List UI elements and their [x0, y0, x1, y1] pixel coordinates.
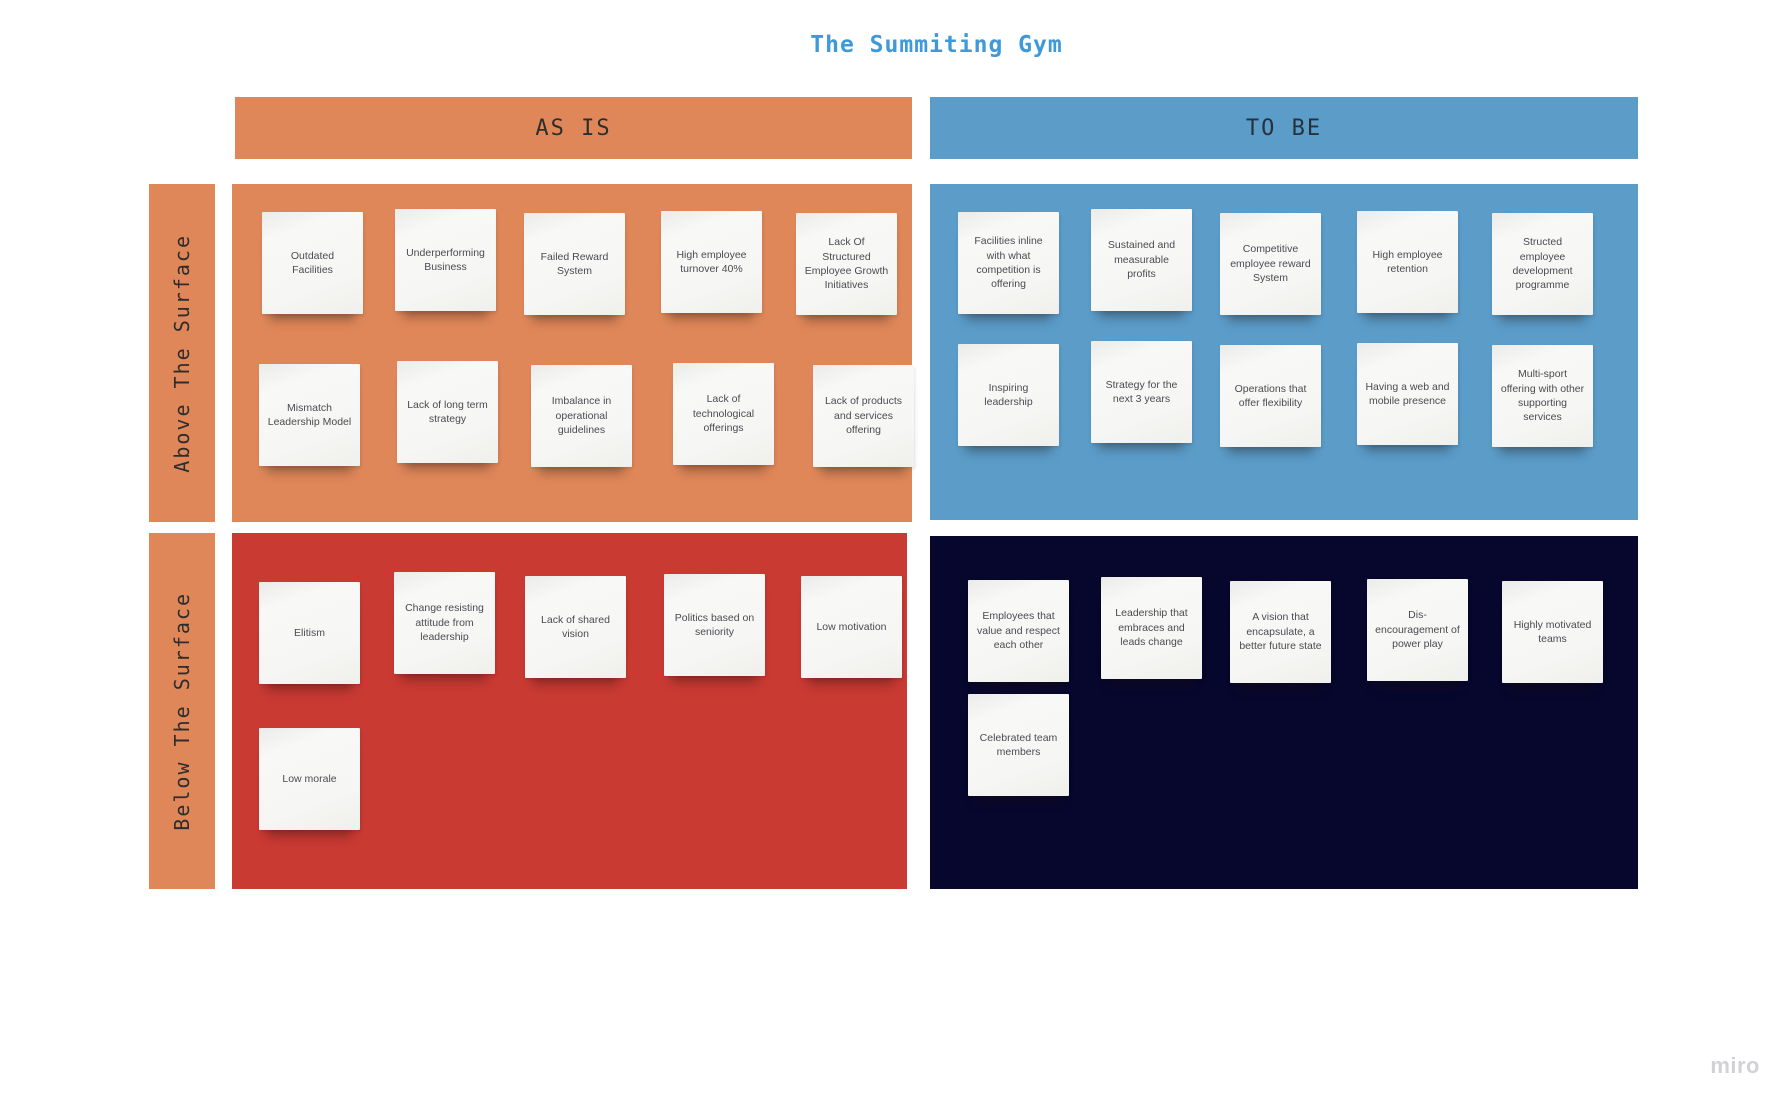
sticky-note-text: Multi-sport offering with other supporti…	[1500, 368, 1585, 424]
sticky-note-row: Inspiring leadership Strategy for the nex…	[930, 341, 1638, 447]
sticky-note-text: Politics based on seniority	[674, 611, 755, 638]
miro-logo: miro	[1710, 1053, 1760, 1078]
sticky-note[interactable]: Low morale	[259, 728, 360, 830]
sticky-note-row: Mismatch Leadership Model Lack of long te…	[232, 361, 914, 467]
sticky-note[interactable]: Lack of technological offerings	[673, 363, 774, 465]
sticky-note-text: Employees that value and respect each ot…	[977, 610, 1060, 652]
sticky-note-text: Change resisting attitude from leadershi…	[405, 602, 484, 644]
row-label-above-the-surface[interactable]: Above The Surface	[149, 184, 215, 522]
sticky-note[interactable]: Strategy for the next 3 years	[1091, 341, 1192, 443]
quadrant-to-be-below-the-surface[interactable]: Employees that value and respect each ot…	[930, 536, 1638, 889]
sticky-note-row: Employees that value and respect each ot…	[930, 577, 1638, 683]
sticky-note-text: Sustained and measurable profits	[1107, 239, 1176, 281]
sticky-note-text: Celebrated team members	[979, 731, 1058, 758]
sticky-note-text: Dis-encouragement of power play	[1375, 609, 1460, 651]
quadrant-to-be-above-the-surface[interactable]: Facilities inline with what competition …	[930, 184, 1638, 520]
sticky-note-text: Underperforming Business	[406, 246, 485, 273]
sticky-note-text: Facilities inline with what competition …	[974, 235, 1043, 291]
sticky-note[interactable]: A vision that encapsulate, a better futu…	[1230, 581, 1331, 683]
sticky-note-row: Celebrated team members	[930, 694, 1638, 796]
sticky-note[interactable]: Competitive employee reward System	[1220, 213, 1321, 315]
row-label-below-the-surface[interactable]: Below The Surface	[149, 533, 215, 889]
sticky-note-text: Competitive employee reward System	[1230, 243, 1311, 285]
sticky-note-row: Low morale	[232, 728, 907, 830]
row-label-above-text: Above The Surface	[170, 233, 194, 473]
sticky-note[interactable]: Low motivation	[801, 576, 902, 678]
sticky-note[interactable]: Facilities inline with what competition …	[958, 212, 1059, 314]
sticky-note[interactable]: Outdated Facilities	[262, 212, 363, 314]
page-title[interactable]: The Summiting Gym	[810, 32, 1063, 58]
sticky-note[interactable]: Multi-sport offering with other supporti…	[1492, 345, 1593, 447]
sticky-note-text: Structed employee development programme	[1512, 236, 1573, 292]
sticky-note[interactable]: Imbalance in operational guidelines	[531, 365, 632, 467]
sticky-note[interactable]: High employee retention	[1357, 211, 1458, 313]
sticky-note-row: Outdated Facilities Underperforming Busin…	[232, 209, 912, 315]
sticky-note-text: Outdated Facilities	[290, 249, 335, 276]
sticky-note[interactable]: Change resisting attitude from leadershi…	[394, 572, 495, 674]
sticky-note[interactable]: Failed Reward System	[524, 213, 625, 315]
sticky-note[interactable]: Elitism	[259, 582, 360, 684]
sticky-note[interactable]: Sustained and measurable profits	[1091, 209, 1192, 311]
sticky-note[interactable]: Operations that offer flexibility	[1220, 345, 1321, 447]
sticky-note-text: Mismatch Leadership Model	[267, 401, 352, 428]
sticky-note-text: A vision that encapsulate, a better futu…	[1239, 611, 1322, 653]
sticky-note-text: Low morale	[282, 772, 337, 785]
sticky-note-text: Elitism	[294, 626, 325, 639]
sticky-note[interactable]: Lack Of Structured Employee Growth Initi…	[796, 213, 897, 315]
sticky-note-text: Highly motivated teams	[1513, 618, 1592, 645]
sticky-note[interactable]: Inspiring leadership	[958, 344, 1059, 446]
sticky-note-row: Facilities inline with what competition …	[930, 209, 1638, 315]
sticky-note-text: Lack of technological offerings	[692, 393, 755, 435]
sticky-note-text: Inspiring leadership	[984, 381, 1033, 408]
sticky-note-text: High employee turnover 40%	[676, 248, 747, 275]
sticky-note-text: High employee retention	[1372, 248, 1443, 275]
sticky-note-text: Lack Of Structured Employee Growth Initi…	[804, 236, 889, 292]
sticky-note[interactable]: Lack of shared vision	[525, 576, 626, 678]
sticky-note[interactable]: Leadership that embraces and leads chang…	[1101, 577, 1202, 679]
quadrant-as-is-above-the-surface[interactable]: Outdated Facilities Underperforming Busin…	[232, 184, 914, 522]
sticky-note[interactable]: Having a web and mobile presence	[1357, 343, 1458, 445]
sticky-note[interactable]: Celebrated team members	[968, 694, 1069, 796]
sticky-note[interactable]: Politics based on seniority	[664, 574, 765, 676]
sticky-note-text: Lack of shared vision	[541, 613, 610, 640]
sticky-note-text: Operations that offer flexibility	[1234, 382, 1307, 409]
sticky-note[interactable]: Employees that value and respect each ot…	[968, 580, 1069, 682]
sticky-note-text: Lack of products and services offering	[824, 395, 903, 437]
sticky-note[interactable]: Structed employee development programme	[1492, 213, 1593, 315]
sticky-note-row: Elitism Change resisting attitude from le…	[232, 572, 907, 684]
sticky-note-text: Strategy for the next 3 years	[1105, 378, 1178, 405]
row-label-below-text: Below The Surface	[170, 591, 194, 831]
sticky-note-text: Failed Reward System	[540, 250, 609, 277]
sticky-note[interactable]: Lack of products and services offering	[813, 365, 914, 467]
sticky-note[interactable]: High employee turnover 40%	[661, 211, 762, 313]
sticky-note[interactable]: Lack of long term strategy	[397, 361, 498, 463]
quadrant-as-is-below-the-surface[interactable]: Elitism Change resisting attitude from le…	[232, 533, 907, 889]
sticky-note[interactable]: Underperforming Business	[395, 209, 496, 311]
sticky-note-text: Low motivation	[816, 620, 887, 633]
sticky-note-text: Having a web and mobile presence	[1365, 380, 1450, 407]
sticky-note[interactable]: Highly motivated teams	[1502, 581, 1603, 683]
column-header-as-is[interactable]: AS IS	[235, 97, 912, 159]
sticky-note-text: Imbalance in operational guidelines	[551, 395, 612, 437]
column-header-to-be[interactable]: TO BE	[930, 97, 1638, 159]
sticky-note[interactable]: Mismatch Leadership Model	[259, 364, 360, 466]
sticky-note[interactable]: Dis-encouragement of power play	[1367, 579, 1468, 681]
sticky-note-text: Lack of long term strategy	[407, 398, 488, 425]
sticky-note-text: Leadership that embraces and leads chang…	[1115, 607, 1188, 649]
